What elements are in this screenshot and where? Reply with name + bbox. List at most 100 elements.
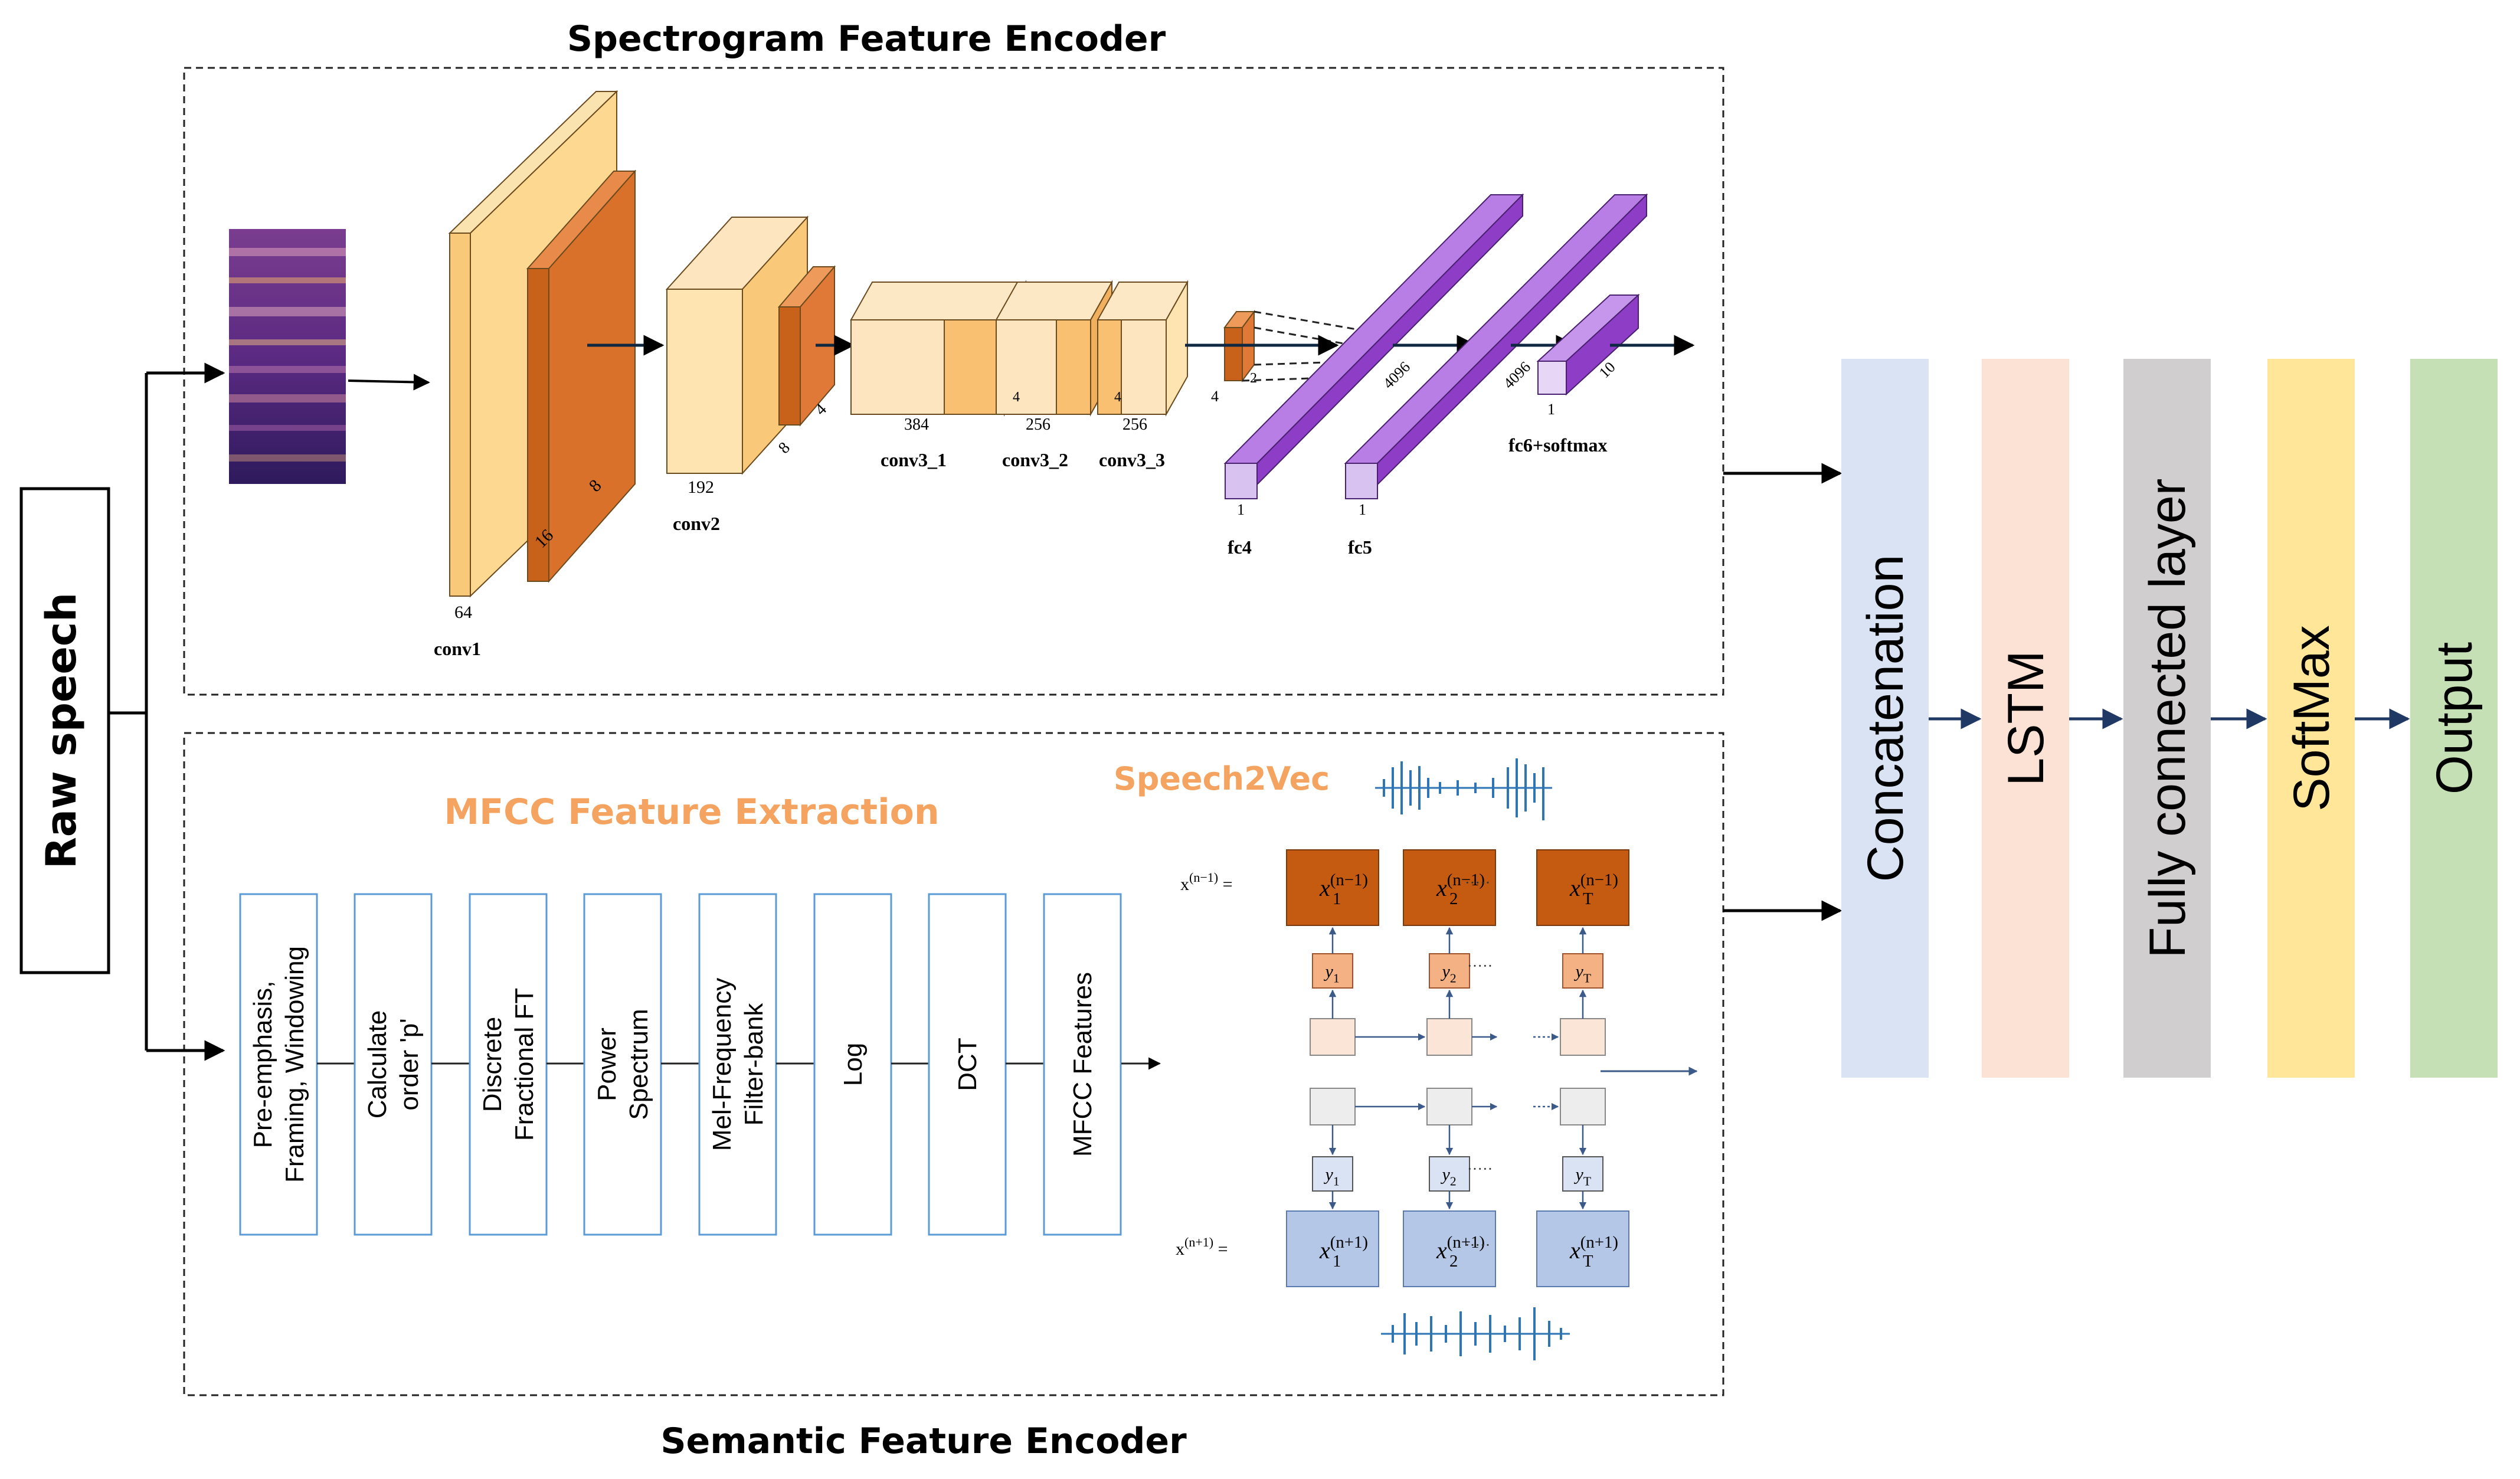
decoder-hidden-box	[1426, 1018, 1472, 1056]
fc4-block	[1223, 193, 1524, 499]
mfcc-steps: Pre-emphasis,Framing, Windowing Calculate…	[239, 893, 1122, 1236]
pipeline-stage-box	[2267, 359, 2355, 1078]
mfcc-step-label: MFCC Features	[1068, 972, 1097, 1157]
y-top-label: y1	[1324, 962, 1340, 986]
x-bottom-label: x(n+1)2	[1436, 1233, 1485, 1271]
speech2vec-title: Speech2Vec	[1114, 760, 1330, 797]
pipeline-stage-label: Fully connected layer	[2139, 479, 2196, 958]
x-bottom-label: x(n+1)1	[1319, 1233, 1368, 1271]
encoder-hidden-box	[1310, 1088, 1356, 1125]
conv1-label: conv1	[434, 638, 481, 659]
pool-block	[1223, 309, 1255, 383]
x-top-label: x(n−1)1	[1319, 871, 1368, 908]
mfcc-step-box	[928, 893, 1007, 1236]
x-top-box	[1286, 849, 1379, 926]
raw-speech-box	[19, 487, 110, 974]
mfcc-step-label: Log	[839, 1043, 868, 1086]
conv1-block	[448, 90, 637, 598]
pool-dim-4: 4	[1211, 388, 1219, 405]
mfcc-step-1: Pre-emphasis,Framing, Windowing	[239, 893, 318, 1236]
pipeline-stage-box	[1841, 359, 1929, 1078]
semantic-encoder-title: Semantic Feature Encoder	[660, 1421, 1187, 1462]
encoder-hidden-box	[1560, 1088, 1606, 1125]
mfcc-step-6: Log	[813, 893, 892, 1236]
x-top-box	[1536, 849, 1629, 926]
decoder-hidden-box	[1560, 1018, 1606, 1056]
mfcc-step-label: Pre-emphasis,Framing, Windowing	[248, 946, 309, 1183]
semantic-encoder-box	[183, 732, 1724, 1396]
conv3-3-depth: 4	[1114, 390, 1121, 405]
y-bottom-label: yT	[1574, 1165, 1592, 1189]
pipeline-stage-fully-connected-layer: Fully connected layer	[2123, 359, 2211, 1078]
fc4-label: fc4	[1228, 536, 1252, 558]
x-bottom-box	[1536, 1210, 1629, 1287]
y-top-label: yT	[1574, 962, 1592, 986]
pipeline-stage-box	[2410, 359, 2498, 1078]
mfcc-step-box	[354, 893, 433, 1236]
x-top-box	[1403, 849, 1496, 926]
mfcc-step-label: DCT	[953, 1038, 982, 1091]
conv3-blocks	[850, 280, 1189, 417]
conv3-1-label: conv3_1	[881, 449, 947, 470]
classification-pipeline: Concatenation LSTM Fully connected layer So…	[1841, 359, 2498, 1078]
sequence-ellipsis: ·····	[1465, 1236, 1490, 1254]
x-bottom-box	[1286, 1210, 1379, 1287]
conv3-2-dim: 256	[1026, 415, 1050, 434]
fc6-dim-1: 1	[1547, 401, 1555, 418]
y-bottom-box	[1562, 1156, 1603, 1192]
pipeline-stage-lstm: LSTM	[1982, 359, 2069, 1078]
sequence-ellipsis: ·····	[1467, 957, 1493, 974]
conv1-dim-64: 64	[454, 603, 472, 622]
encoder-hidden-box	[1426, 1088, 1472, 1125]
pipeline-stage-box	[1982, 359, 2069, 1078]
conv2-dim-192: 192	[688, 477, 714, 497]
speech2vec-column-3: x(n−1)T yT yT x(n+1)T	[1536, 849, 1629, 1287]
y-bottom-label: y2	[1441, 1165, 1457, 1189]
speech2vec-network: x(n−1)1y1y1x(n+1)1x(n−1)2y2y2x(n+1)2x(n−…	[1286, 849, 1629, 1287]
y-top-box	[1562, 953, 1603, 989]
fc6-label: fc6+softmax	[1508, 434, 1608, 456]
spectrogram-arrow	[348, 374, 430, 391]
fc5-dim-1: 1	[1359, 501, 1366, 518]
y-bottom-box	[1429, 1156, 1470, 1192]
y-top-box	[1312, 953, 1353, 989]
pipeline-stage-output: Output	[2410, 359, 2498, 1078]
conv3-2-depth: 4	[1013, 390, 1020, 405]
mfcc-step-box	[469, 893, 548, 1236]
speech2vec-column-1: x(n−1)1 y1 y1 x(n+1)1	[1286, 849, 1379, 1287]
pipeline-stage-concatenation: Concatenation	[1841, 359, 1929, 1078]
x-bottom-label: x(n+1)T	[1569, 1233, 1618, 1271]
x-top-label: x(n−1)T	[1569, 871, 1618, 908]
fc5-label: fc5	[1348, 536, 1372, 558]
mfcc-step-7: DCT	[928, 893, 1007, 1236]
pipeline-stage-label: SoftMax	[2283, 625, 2340, 811]
mfcc-step-box	[698, 893, 777, 1236]
pipeline-stage-label: Output	[2426, 642, 2483, 794]
fc4-dim-1: 1	[1237, 501, 1245, 518]
spectrogram-image	[229, 229, 346, 484]
mfcc-step-box	[1043, 893, 1122, 1236]
raw-speech-label: Raw speech	[37, 593, 86, 869]
spectrogram-encoder-title: Spectrogram Feature Encoder	[567, 18, 1166, 60]
waveform-top	[1375, 758, 1552, 820]
input-connectors	[109, 362, 225, 1061]
x-top-equation: x(n−1) =	[1180, 870, 1232, 894]
pipeline-stage-label: LSTM	[1998, 650, 2054, 786]
fc5-block	[1344, 193, 1648, 499]
y-top-box	[1429, 953, 1470, 989]
y-bottom-label: y1	[1324, 1165, 1340, 1189]
x-bottom-box	[1403, 1210, 1496, 1287]
conv3-3-dim: 256	[1122, 415, 1147, 434]
y-top-label: y2	[1441, 962, 1457, 986]
pool-dim-2: 2	[1250, 371, 1257, 386]
waveform-bottom	[1381, 1307, 1570, 1360]
